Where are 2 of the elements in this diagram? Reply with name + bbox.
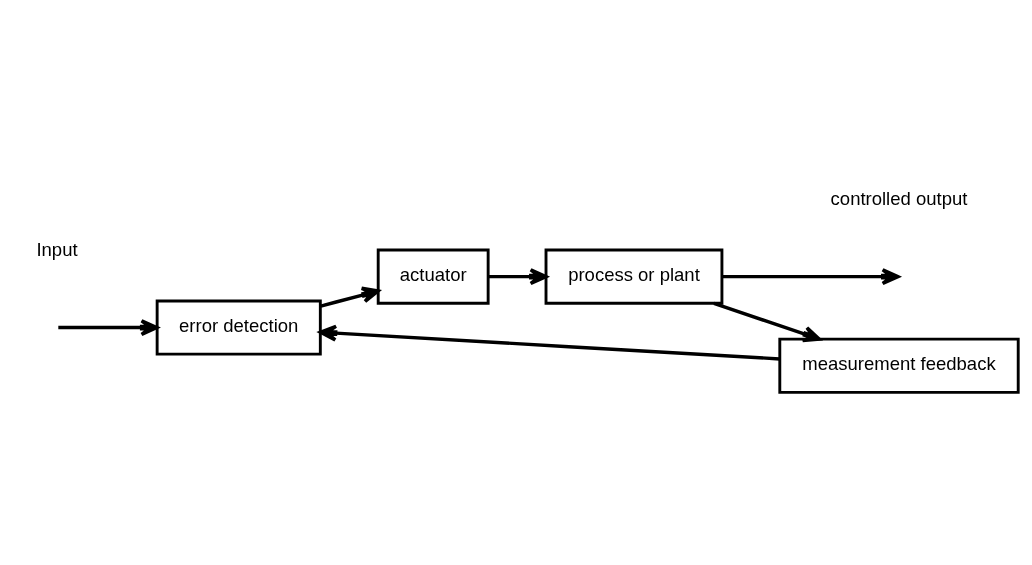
- label: Input: [35, 238, 78, 260]
- label: controlled output: [830, 187, 967, 209]
